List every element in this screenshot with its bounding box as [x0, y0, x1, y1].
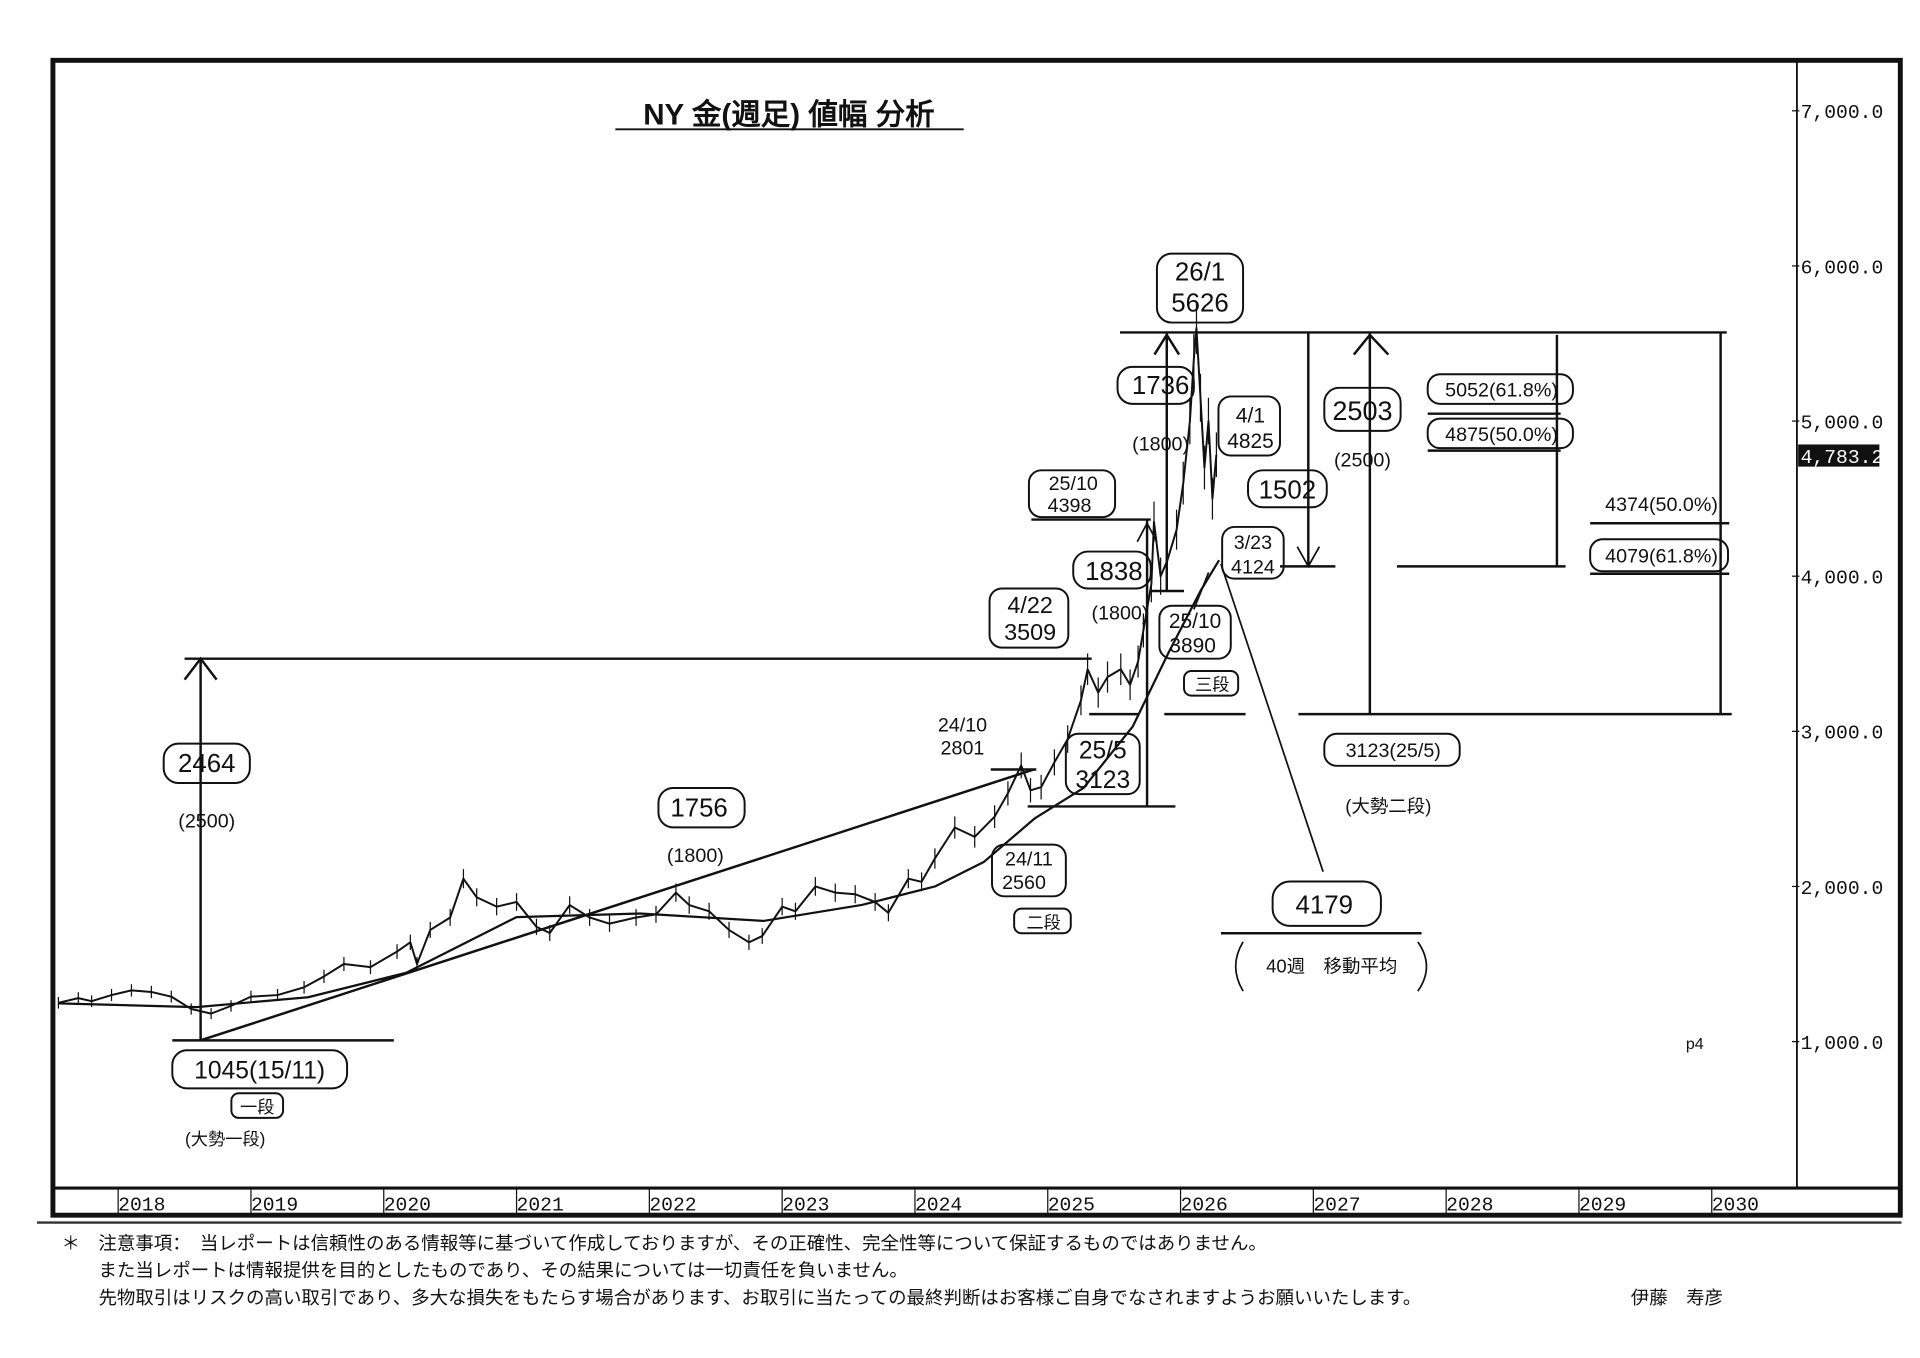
- value-2801: 2801: [941, 738, 985, 760]
- annotations: 26/1 5626 1736 (1800) 4/1 4825 2503 (250…: [162, 252, 1729, 1149]
- disclaimer: ＊ 注意事項： 当レポートは信頼性のある情報等に基づいて作成しておりますが、その…: [62, 1234, 1723, 1309]
- x-tick-label: 2029: [1579, 1194, 1626, 1216]
- major-stage-1: (大勢一段): [185, 1129, 265, 1149]
- value-3890: 3890: [1169, 635, 1216, 658]
- range-1736: 1736: [1132, 372, 1189, 400]
- range-1838: 1838: [1085, 558, 1142, 586]
- x-tick-label: 2022: [649, 1194, 696, 1216]
- peak-date: 26/1: [1175, 259, 1225, 287]
- x-tick-label: 2019: [251, 1194, 298, 1216]
- moving-average-line: [58, 559, 1221, 1009]
- range-lines: [172, 331, 1732, 1042]
- fib-4875: 4875(50.0%): [1445, 424, 1558, 446]
- chart-frame: [50, 57, 1903, 1218]
- price-series-line: [58, 327, 1218, 1015]
- range-1502: 1502: [1259, 477, 1316, 505]
- date-24-11: 24/11: [1005, 849, 1053, 871]
- date-25-5: 25/5: [1079, 737, 1127, 764]
- chart-title: NY 金(週足) 値幅 分析: [643, 97, 934, 131]
- fib-4079: 4079(61.8%): [1605, 546, 1718, 568]
- disclaimer-line-2: また当レポートは情報提供を目的としたものであり、その結果については一切責任を負い…: [98, 1261, 907, 1282]
- y-tick-label: 3,000.0: [1801, 723, 1884, 745]
- date-4-1: 4/1: [1236, 404, 1265, 427]
- range-1800-top: (1800): [1132, 434, 1189, 456]
- range-2500-left: (2500): [178, 810, 235, 832]
- author: 伊藤 寿彦: [1631, 1288, 1723, 1309]
- x-tick-label: 2024: [915, 1194, 962, 1216]
- major-stage-2: (大勢二段): [1345, 796, 1431, 817]
- current-price-box: [1798, 444, 1880, 467]
- x-tick-label: 2026: [1181, 1194, 1228, 1216]
- stage-3: 三段: [1195, 675, 1229, 695]
- y-tick-label: 7,000.0: [1801, 102, 1884, 124]
- x-tick-label: 2027: [1313, 1194, 1360, 1216]
- low-1045: 1045(15/11): [194, 1058, 325, 1085]
- range-1756: 1756: [670, 794, 727, 822]
- x-tick-label: 2028: [1446, 1194, 1493, 1216]
- y-tick-label: 4,000.0: [1801, 568, 1884, 590]
- date-24-10: 24/10: [938, 714, 987, 736]
- page-number: p4: [1686, 1036, 1704, 1053]
- x-tick-label: 2021: [517, 1194, 564, 1216]
- ma-value: 4179: [1296, 892, 1353, 920]
- date-25-10b: 25/10: [1169, 610, 1221, 633]
- value-3509: 3509: [1004, 619, 1056, 645]
- ma-label: 40週 移動平均: [1266, 956, 1397, 977]
- x-tick-label: 2018: [118, 1194, 165, 1216]
- date-4-22: 4/22: [1007, 592, 1052, 618]
- y-tick-label: 2,000.0: [1801, 878, 1884, 900]
- peak-value: 5626: [1171, 289, 1228, 317]
- fib-4374: 4374(50.0%): [1605, 494, 1718, 516]
- x-tick-label: 2020: [384, 1194, 431, 1216]
- base-3123: 3123(25/5): [1346, 740, 1441, 762]
- x-tick-label: 2025: [1048, 1194, 1095, 1216]
- range-2464: 2464: [178, 750, 235, 778]
- fib-5052: 5052(61.8%): [1445, 379, 1558, 401]
- date-3-23: 3/23: [1234, 532, 1272, 554]
- x-tick-label: 2023: [782, 1194, 829, 1216]
- x-tick-label: 2030: [1712, 1194, 1759, 1216]
- range-1800-low: (1800): [667, 845, 724, 867]
- range-1800-mid: (1800): [1092, 602, 1149, 624]
- stage-1: 一段: [240, 1097, 274, 1117]
- disclaimer-line-1: ＊ 注意事項： 当レポートは信頼性のある情報等に基づいて作成しておりますが、その…: [62, 1234, 1267, 1255]
- stage-2: 二段: [1026, 912, 1060, 932]
- y-tick-label: 6,000.0: [1801, 257, 1884, 279]
- date-25-10a: 25/10: [1049, 473, 1098, 495]
- range-2503: 2503: [1332, 395, 1392, 426]
- value-4124: 4124: [1231, 557, 1275, 579]
- value-4825: 4825: [1227, 430, 1274, 453]
- value-3123: 3123: [1075, 767, 1130, 794]
- value-2560: 2560: [1002, 872, 1046, 894]
- y-tick-label: 1,000.0: [1801, 1033, 1884, 1055]
- current-price-label: 4,783.2: [1801, 447, 1884, 469]
- value-4398: 4398: [1048, 495, 1092, 517]
- y-tick-label: 5,000.0: [1801, 412, 1884, 434]
- disclaimer-line-3: 先物取引はリスクの高い取引であり、多大な損失をもたらす場合があります、お取引に当…: [98, 1288, 1421, 1309]
- range-2500-right: (2500): [1334, 450, 1391, 472]
